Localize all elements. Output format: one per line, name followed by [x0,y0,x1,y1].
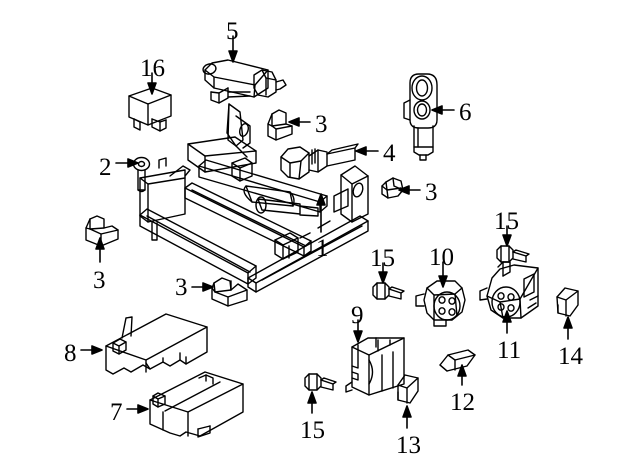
callout-label-5: 5 [226,18,239,45]
callout-label-10: 10 [429,244,454,271]
part-7-seat-control-module-cover [149,371,244,438]
callout-label-3b: 3 [425,179,438,206]
callout-label-8: 8 [64,340,77,367]
callout-label-3a: 3 [315,111,328,138]
callout-label-6: 6 [459,99,472,126]
part-2-bolt-flat-head [132,156,151,193]
part-1-seat-track-assembly [139,103,369,293]
part-8-seat-control-module [105,313,208,375]
part-14-motor-mount-pad [556,287,579,317]
callout-label-4: 4 [383,140,396,167]
part-15c-hex-flange-bolt [304,373,337,391]
part-3b-track-cover-bracket [381,177,404,199]
callout-label-16: 16 [140,55,165,82]
callout-label-1: 1 [316,235,329,262]
callout-label-3c: 3 [93,267,106,294]
part-5-seat-adjust-motor [202,59,287,104]
callout-label-12: 12 [450,389,475,416]
part-6-lumbar-actuator [403,73,438,161]
part-4-power-seat-motor [280,143,359,180]
callout-label-7: 7 [110,399,123,426]
part-16-seat-position-sensor [128,87,172,132]
callout-label-15b: 15 [494,208,519,235]
part-11-recliner-motor-assembly [479,261,539,319]
callout-label-15c: 15 [300,417,325,444]
part-3d-track-cover-bracket [211,277,248,307]
part-10-seat-motor-gear-housing [415,280,466,327]
callout-label-11: 11 [497,337,522,364]
callout-label-3d: 3 [175,274,188,301]
callout-arrows [80,35,573,429]
callout-label-2: 2 [99,154,112,181]
part-9-wire-harness-connector [345,337,405,396]
part-13-motor-mount-pad [397,374,419,404]
part-15b-hex-flange-bolt [496,245,530,263]
part-12-motor-mount-pad [439,349,476,372]
part-15a-hex-flange-bolt [372,282,405,300]
callout-label-13: 13 [396,432,421,459]
callout-label-14: 14 [558,343,583,370]
part-3a-track-cover-bracket [267,109,293,141]
callout-label-15a: 15 [370,245,395,272]
callout-label-9: 9 [351,302,364,329]
